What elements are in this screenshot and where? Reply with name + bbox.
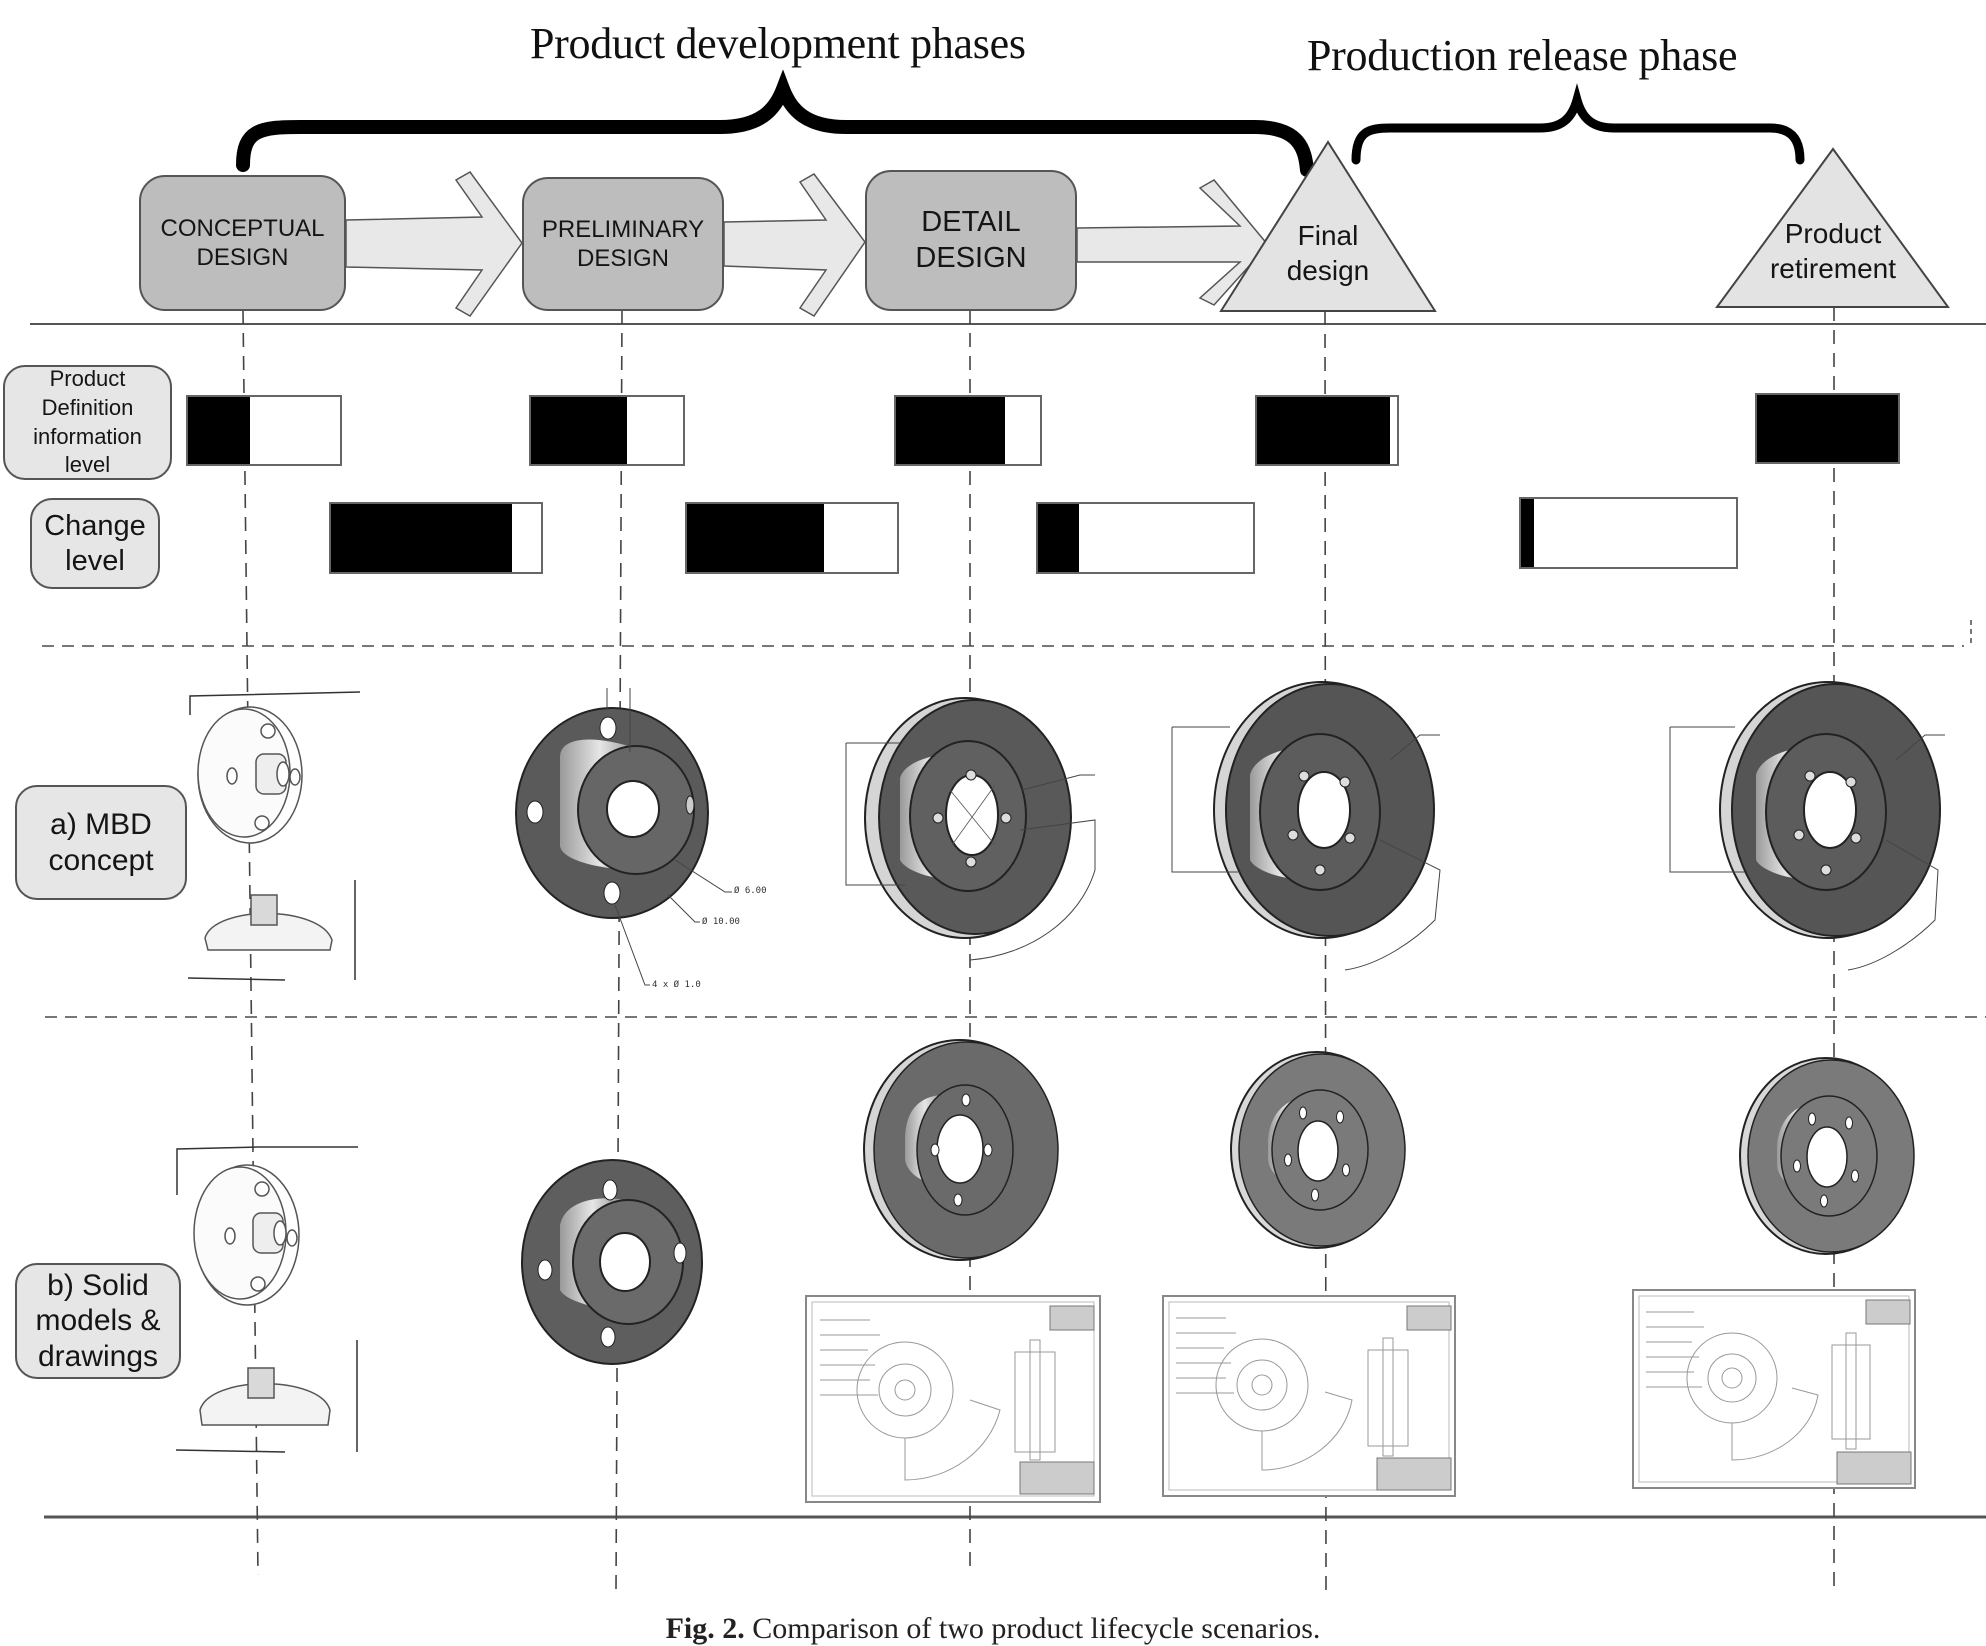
dimension-label: Ø 6.00 bbox=[734, 886, 767, 896]
pdi-level-fill bbox=[531, 397, 627, 464]
flow-arrow bbox=[345, 171, 523, 317]
change-level-fill bbox=[1038, 504, 1079, 572]
change-level-bar-preliminary-detail bbox=[685, 502, 899, 574]
pdi-level-fill bbox=[896, 397, 1006, 464]
pdi-level-bar-conceptual bbox=[186, 395, 342, 466]
stage-label-line: DETAIL bbox=[921, 206, 1021, 239]
final-drawing-sheet bbox=[1162, 1295, 1456, 1497]
stage-product-retirement: Product retirement bbox=[1748, 216, 1918, 286]
figure-caption: Fig. 2. Comparison of two product lifecy… bbox=[0, 1612, 1986, 1646]
stage-label-line: CONCEPTUAL bbox=[160, 214, 325, 242]
conceptual-sketch-solid bbox=[175, 1146, 358, 1453]
row-label-product-definition-information-level: Product Definition information level bbox=[3, 365, 172, 480]
pdi-level-fill bbox=[188, 397, 251, 464]
figure-caption-label: Fig. 2. bbox=[665, 1612, 745, 1645]
stage-label-line: Product bbox=[1784, 218, 1882, 249]
row-label-line: concept bbox=[48, 843, 154, 877]
stage-conceptual-design: CONCEPTUAL DESIGN bbox=[139, 175, 346, 311]
change-level-fill bbox=[1521, 499, 1534, 567]
pdi-level-bar-retirement bbox=[1755, 393, 1900, 464]
row-label-line: information bbox=[33, 423, 142, 449]
row-label-line: Change bbox=[44, 509, 146, 542]
stage-label-line: design bbox=[1286, 255, 1370, 286]
row-label-line: b) Solid bbox=[47, 1269, 149, 1303]
flow-arrow bbox=[723, 173, 866, 317]
detail-drawing-sheet bbox=[805, 1295, 1101, 1503]
figure-caption-text: Comparison of two product lifecycle scen… bbox=[744, 1612, 1321, 1645]
preliminary-flange-solid bbox=[521, 1159, 703, 1365]
pdi-level-fill bbox=[1757, 395, 1898, 462]
stage-final-design: Final design bbox=[1248, 218, 1408, 288]
pdi-level-fill bbox=[1257, 397, 1390, 464]
dimension-label: Ø 10.00 bbox=[702, 917, 740, 927]
change-level-bar-detail-final bbox=[1036, 502, 1255, 574]
row-label-solid-models-drawings: b) Solid models & drawings bbox=[15, 1263, 181, 1379]
row-label-line: models & bbox=[35, 1304, 161, 1338]
dimension-label: 4 x Ø 1.0 bbox=[652, 980, 701, 990]
row-label-line: level bbox=[64, 452, 111, 478]
change-level-fill bbox=[331, 504, 512, 572]
stage-label-line: Final bbox=[1297, 220, 1359, 251]
stage-label-line: PRELIMINARY bbox=[541, 215, 705, 243]
row-label-line: Definition bbox=[41, 394, 134, 420]
detail-disc-solid bbox=[863, 1039, 1059, 1261]
detail-disc-mbd bbox=[845, 697, 1096, 961]
final-design-triangle bbox=[1219, 140, 1437, 312]
change-level-bar-conceptual-preliminary bbox=[329, 502, 543, 574]
stage-detail-design: DETAIL DESIGN bbox=[865, 170, 1077, 311]
change-level-fill bbox=[687, 504, 824, 572]
development-phase-brace bbox=[236, 69, 1314, 177]
stage-label-line: DESIGN bbox=[915, 241, 1027, 274]
change-level-bar-final-retirement bbox=[1519, 497, 1738, 569]
product-retirement-triangle bbox=[1715, 147, 1950, 308]
flow-arrow bbox=[1076, 179, 1269, 306]
final-disc-mbd bbox=[1171, 681, 1441, 971]
release-phase-brace bbox=[1351, 83, 1805, 165]
conceptual-sketch-mbd bbox=[187, 691, 361, 981]
pdi-level-bar-detail bbox=[894, 395, 1042, 466]
final-disc-solid bbox=[1230, 1051, 1406, 1249]
row-label-line: level bbox=[65, 544, 125, 577]
retirement-disc-solid bbox=[1739, 1057, 1915, 1255]
row-label-change-level: Change level bbox=[30, 498, 160, 589]
pdi-level-bar-preliminary bbox=[529, 395, 685, 466]
release-phase-title: Production release phase bbox=[1307, 31, 1738, 80]
row-label-line: drawings bbox=[37, 1339, 159, 1373]
stage-label-line: retirement bbox=[1769, 253, 1897, 284]
stage-label-line: DESIGN bbox=[576, 245, 669, 272]
row-label-line: Product bbox=[49, 366, 126, 392]
pdi-level-bar-final bbox=[1255, 395, 1399, 466]
row-label-mbd-concept: a) MBD concept bbox=[15, 785, 187, 900]
stage-label-line: DESIGN bbox=[196, 244, 289, 271]
timeline-preliminary bbox=[615, 309, 623, 1591]
stage-preliminary-design: PRELIMINARY DESIGN bbox=[522, 177, 724, 311]
retirement-drawing-sheet bbox=[1632, 1289, 1916, 1489]
preliminary-flange-mbd bbox=[515, 688, 732, 986]
development-phases-title: Product development phases bbox=[530, 19, 1026, 68]
retirement-disc-mbd bbox=[1669, 681, 1945, 971]
row-label-line: a) MBD bbox=[50, 807, 152, 841]
